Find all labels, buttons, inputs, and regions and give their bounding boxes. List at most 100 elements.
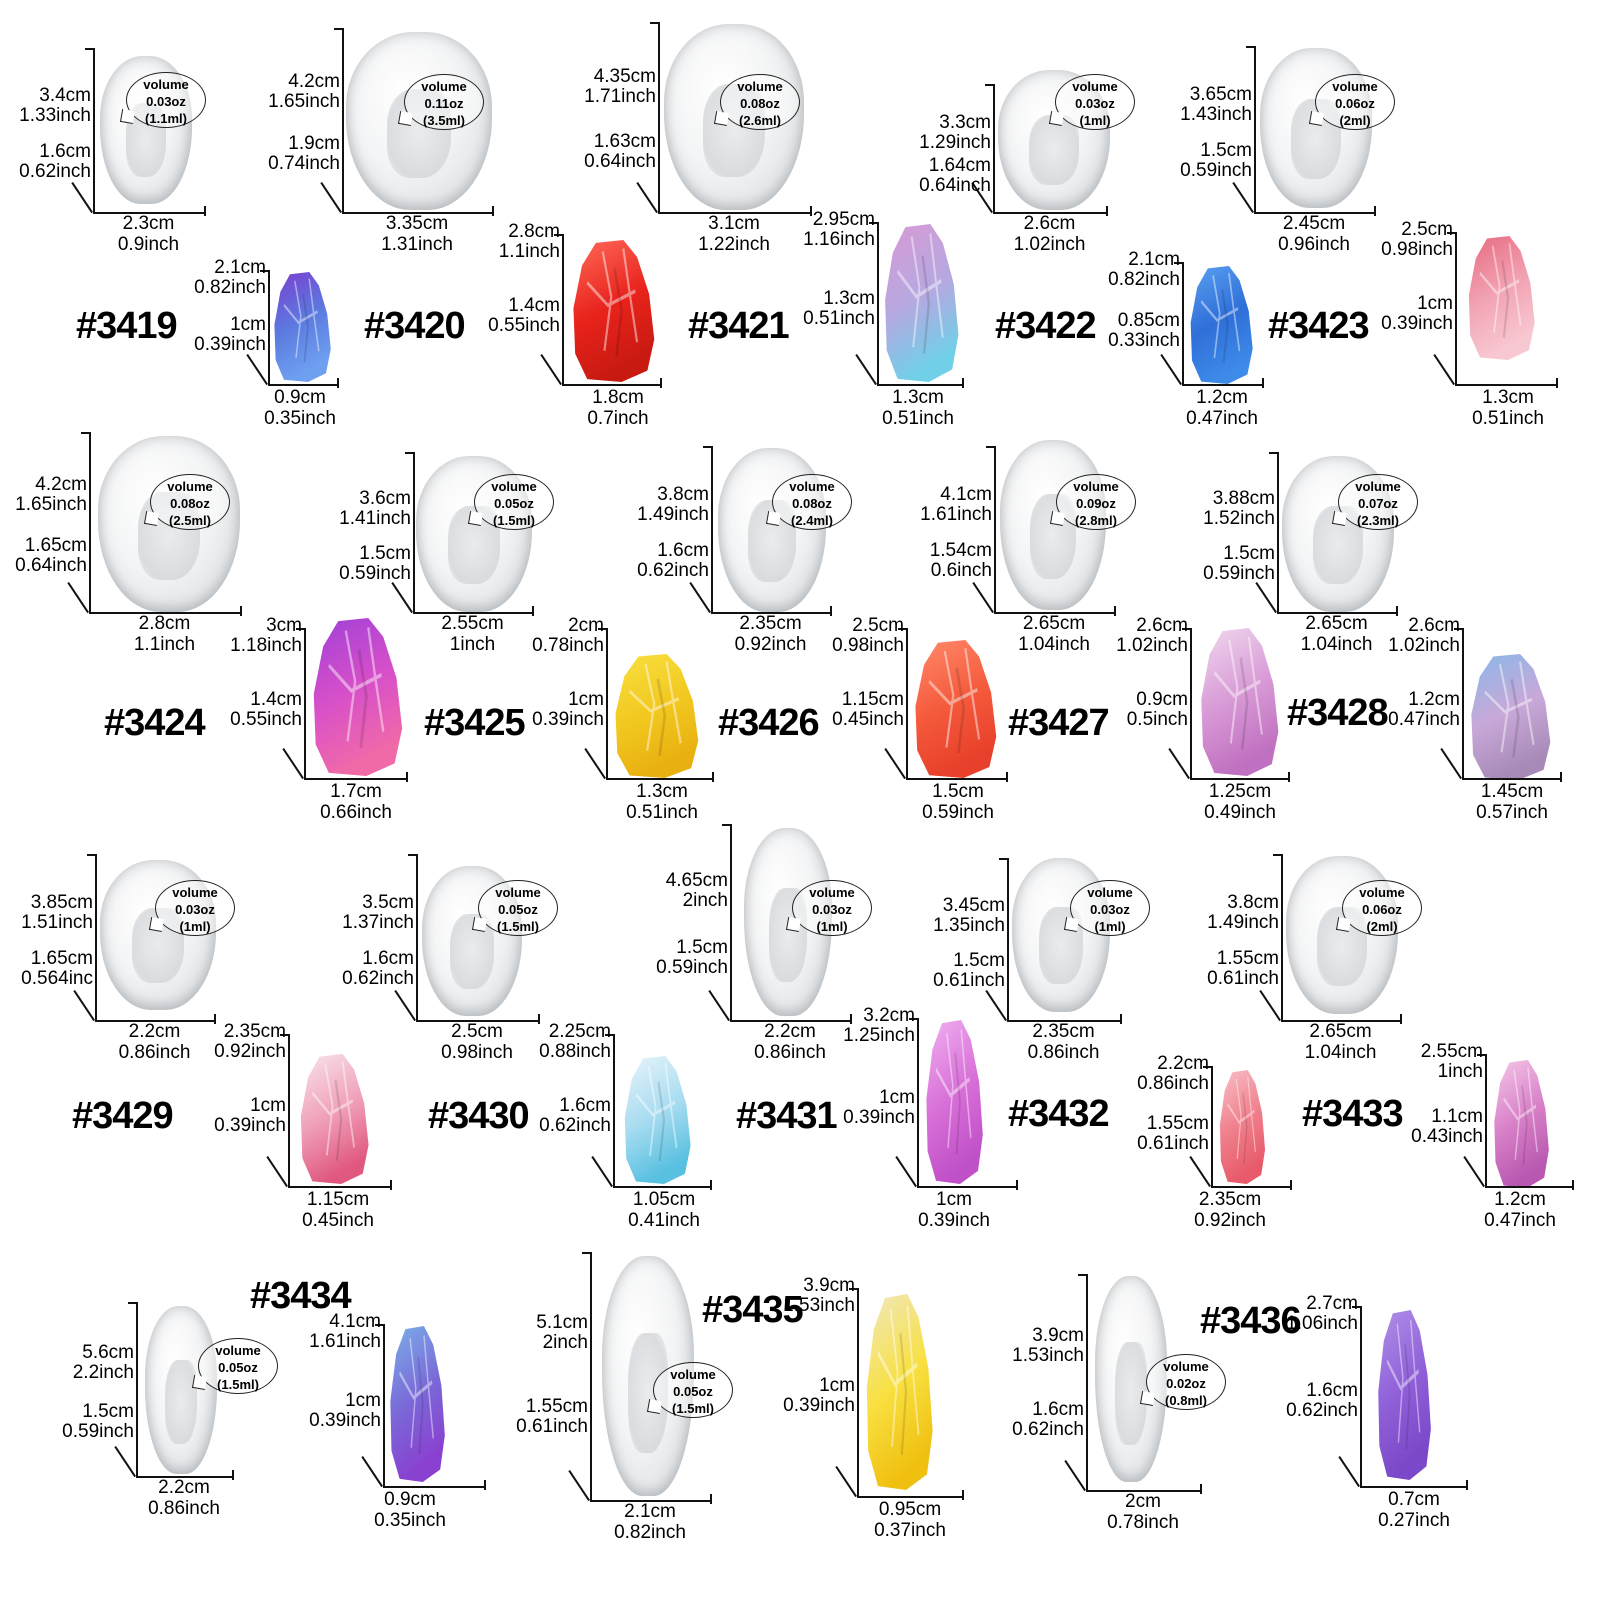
mold-image [145, 1306, 217, 1474]
crystal-depth-inch: 0.47inch [1388, 708, 1460, 730]
crystal-height-inch: 1.06inch [1286, 1313, 1358, 1334]
product-code: #3422 [995, 305, 1097, 347]
crystal-image [573, 240, 655, 382]
mold-width-inch: 0.86inch [1027, 1042, 1100, 1063]
crystal-height-inch: 1.02inch [1116, 635, 1188, 656]
mold-depth-cm: 1.5cm [1223, 542, 1275, 564]
mold-width-cm: 2.1cm [624, 1501, 676, 1522]
crystal-depth-inch: 0.51inch [803, 307, 875, 329]
mold-height-cm: 3.9cm [1032, 1325, 1084, 1347]
mold-depth-cm: 1.6cm [39, 141, 91, 163]
mold-width-cm: 3.35cm [385, 213, 449, 234]
mold-depth-cm: 1.55cm [1216, 948, 1279, 970]
mold-width-inch: 1.22inch [698, 234, 770, 255]
crystal-height-inch: 0.86inch [1137, 1073, 1209, 1094]
crystal-height-inch: 1.61inch [309, 1331, 381, 1352]
product-code: #3430 [428, 1095, 530, 1137]
crystal-depth-axis [591, 1156, 613, 1188]
mold-height-axis [994, 446, 996, 612]
mold-height-inch: 1.37inch [342, 911, 414, 933]
crystal-height-inch: 0.92inch [214, 1041, 286, 1062]
volume-label: volume [1087, 885, 1133, 900]
mold-width-axis [136, 1476, 232, 1478]
mold-width-tick [232, 1470, 234, 1480]
mold-height-axis [136, 1302, 138, 1476]
crystal-depth-cm: 1.1cm [1431, 1106, 1483, 1128]
mold-height-axis [342, 28, 344, 212]
mold-height-axis [730, 824, 732, 1020]
volume-label: volume [1072, 79, 1118, 94]
crystal-width-axis [906, 778, 1006, 780]
mold-width-axis [994, 612, 1114, 614]
crystal-depth-inch: 0.39inch [309, 1409, 381, 1431]
volume-label: volume [491, 479, 537, 494]
mold-height-axis [1281, 854, 1283, 1020]
mold-width-axis [342, 212, 492, 214]
mold-height-cm: 3.6cm [359, 488, 411, 510]
crystal-height-cm: 2.1cm [214, 257, 266, 278]
mold-height-axis [93, 48, 95, 212]
volume-ml: (1.5ml) [217, 1377, 259, 1392]
mold-height-cm: 4.35cm [593, 66, 656, 88]
mold-depth-cm: 1.65cm [24, 534, 87, 556]
crystal-height-inch: 1.18inch [230, 635, 302, 656]
mold-height-inch: 1.65inch [15, 493, 87, 515]
crystal-image [300, 1054, 369, 1184]
product-code: #3436 [1200, 1300, 1302, 1342]
mold-depth-inch: 0.64inch [15, 554, 87, 576]
product-code: #3435 [702, 1289, 804, 1331]
mold-width-cm: 2.65cm [1022, 613, 1086, 634]
crystal-width-tick [660, 378, 662, 388]
crystal-height-cm: 2.95cm [812, 209, 875, 230]
volume-oz: 0.03oz [146, 94, 186, 109]
crystal-height-cm: 2.1cm [1128, 249, 1180, 270]
crystal-depth-axis [282, 748, 304, 780]
crystal-width-axis [1360, 1486, 1466, 1488]
crystal-width-cm: 0.7cm [1388, 1489, 1440, 1510]
crystal-width-axis [877, 384, 962, 386]
volume-ml: (1.5ml) [493, 513, 535, 528]
mold-width-axis [93, 212, 204, 214]
volume-ml: (1ml) [816, 919, 848, 934]
crystal-depth-axis [266, 1156, 288, 1188]
mold-width-cm: 2.35cm [1032, 1021, 1095, 1042]
volume-label: volume [737, 79, 783, 94]
volume-ml: (2.8ml) [1075, 513, 1117, 528]
volume-ml: (2ml) [1366, 919, 1398, 934]
crystal-depth-inch: 0.45inch [832, 708, 904, 730]
mold-width-axis [1007, 1020, 1120, 1022]
mold-width-axis [730, 1020, 850, 1022]
mold-width-inch: 0.78inch [1107, 1512, 1179, 1533]
crystal-width-axis [1182, 384, 1262, 386]
crystal-width-axis [857, 1496, 962, 1498]
crystal-height-cm: 2.25cm [548, 1021, 611, 1042]
mold-width-cm: 2.3cm [122, 213, 175, 234]
mold-depth-inch: 0.6inch [930, 560, 992, 582]
mold-image [718, 448, 826, 612]
crystal-width-cm: 1.2cm [1494, 1189, 1546, 1210]
crystal-width-inch: 0.41inch [628, 1210, 700, 1231]
mold-width-cm: 2.45cm [1282, 213, 1346, 234]
crystal-height-inch: 0.98inch [1381, 239, 1453, 260]
mold-width-tick [810, 206, 812, 216]
crystal-height-axis [613, 1034, 615, 1186]
mold-depth-axis [708, 990, 730, 1022]
mold-depth-inch: 0.59inch [1180, 160, 1252, 182]
mold-width-cm: 2.6cm [1023, 213, 1076, 234]
volume-oz: 0.05oz [494, 496, 534, 511]
mold-height-axis [1277, 452, 1279, 612]
mold-depth-cm: 1.9cm [288, 133, 340, 155]
mold-width-tick [204, 206, 206, 216]
mold-height-tick [87, 854, 97, 856]
mold-width-axis [1281, 1020, 1400, 1022]
crystal-depth-inch: 0.39inch [843, 1106, 915, 1128]
crystal-height-tick [869, 222, 879, 224]
crystal-height-axis [562, 234, 564, 384]
crystal-width-tick [1290, 1180, 1292, 1190]
product-code: #3423 [1268, 305, 1370, 347]
mold-width-inch: 0.92inch [734, 634, 807, 655]
